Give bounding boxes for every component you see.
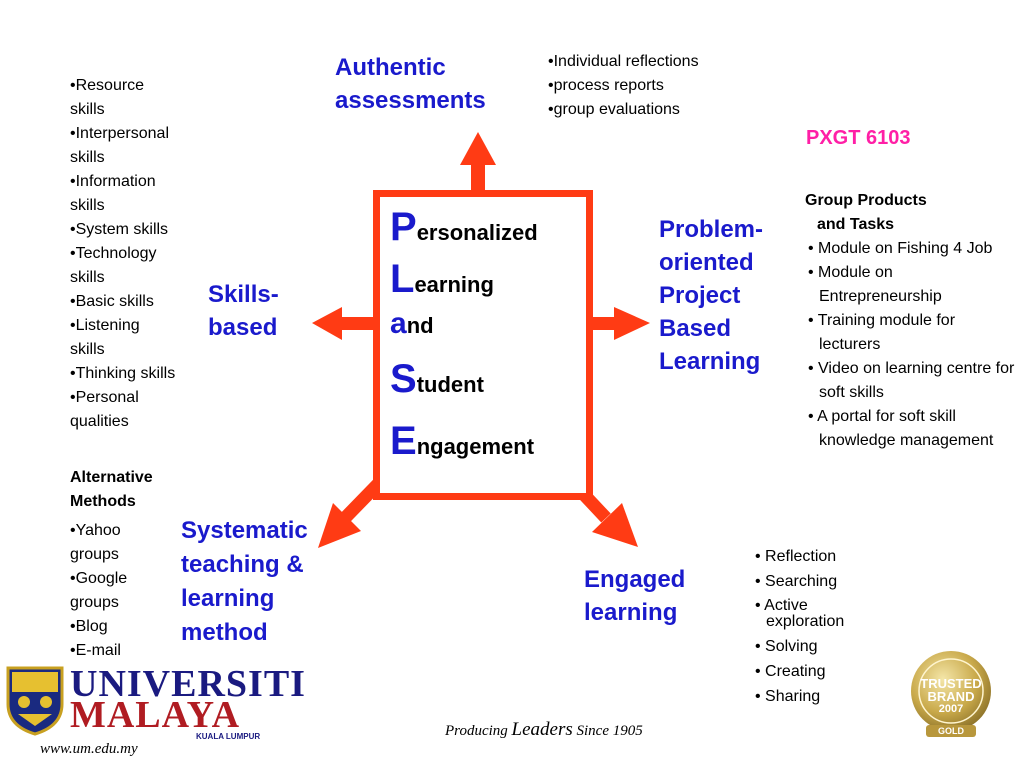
- center-line-and: and: [390, 307, 434, 340]
- center-line-student: Student: [390, 357, 484, 401]
- skills-based-heading: Skills- based: [208, 281, 279, 341]
- list-item: •Resource: [70, 77, 145, 94]
- list-item: A portal for soft skill knowledge manage…: [805, 405, 1015, 453]
- list-item: Solving: [752, 634, 882, 659]
- arrow-up-shaft: [471, 163, 485, 193]
- engaged-learning-heading: Engaged learning: [584, 566, 686, 626]
- arrow-downleft-head: [318, 503, 361, 548]
- authentic-assessments-heading: Authentic assessments: [335, 54, 486, 114]
- arrow-downright-head: [592, 503, 638, 547]
- arrow-left-shaft: [340, 317, 376, 330]
- group-products-list: Module on Fishing 4 Job Module on Entrep…: [805, 237, 1015, 453]
- group-products: Group Products and Tasks Module on Fishi…: [805, 189, 1015, 453]
- list-item: Module on Fishing 4 Job: [805, 237, 1015, 261]
- list-item: Reflection: [752, 544, 882, 569]
- list-item: •group evaluations: [548, 101, 680, 118]
- engaged-learning-list: Reflection Searching Active exploration …: [752, 544, 882, 709]
- list-item: •E-mail: [70, 642, 121, 659]
- university-name-line2: MALAYA: [70, 694, 241, 736]
- gold-seal-icon: [911, 651, 991, 737]
- list-item: Creating: [752, 659, 882, 684]
- skills-list: •Resource skills •Interpersonal skills •…: [70, 74, 175, 434]
- center-concept-box: Personalized Learning and Student Engage…: [373, 190, 593, 500]
- list-item: •Google: [70, 570, 128, 587]
- arrow-downleft-shaft: [339, 479, 383, 524]
- list-item: Sharing: [752, 684, 882, 709]
- list-item: Module on Entrepreneurship: [805, 261, 1015, 309]
- authentic-assessments-list: •Individual reflections •process reports…: [548, 50, 699, 122]
- arrow-up-head: [460, 132, 496, 165]
- list-item: Searching: [752, 569, 882, 594]
- list-item: •Yahoo: [70, 522, 121, 539]
- problem-oriented-heading: Problem- oriented Project Based Learning: [659, 216, 764, 375]
- list-item: groups: [70, 594, 119, 611]
- list-item: •Interpersonal: [70, 125, 169, 142]
- systematic-teaching-heading: Systematic teaching & learning method: [181, 517, 308, 646]
- list-item: •Basic skills: [70, 293, 154, 310]
- list-item: •System skills: [70, 221, 169, 238]
- list-item: •Listening: [70, 317, 140, 334]
- center-line-engagement: Engagement: [390, 419, 535, 463]
- university-crest-icon: [6, 666, 64, 736]
- arrow-left-head: [312, 307, 342, 340]
- list-item: skills: [70, 197, 105, 214]
- alternative-methods-list: •Yahoo groups •Google groups •Blog •E-ma…: [70, 519, 127, 663]
- list-item: •process reports: [548, 77, 664, 94]
- list-item: •Individual reflections: [548, 53, 699, 70]
- list-item: qualities: [70, 413, 129, 430]
- list-item: •Thinking skills: [70, 365, 176, 382]
- list-item: groups: [70, 546, 119, 563]
- university-name-line1: UNIVERSITI: [70, 663, 306, 705]
- center-line-learning: Learning: [390, 257, 494, 301]
- list-item: •Personal: [70, 389, 139, 406]
- footer-tagline: Producing Leaders Since 1905: [445, 719, 643, 740]
- arrow-right-head: [614, 307, 650, 340]
- list-item: •Technology: [70, 245, 157, 262]
- university-location: KUALA LUMPUR: [196, 732, 261, 741]
- list-item: •Information: [70, 173, 156, 190]
- course-code: PXGT 6103: [806, 127, 911, 149]
- list-item: Video on learning centre for soft skills: [805, 357, 1015, 405]
- list-item: skills: [70, 269, 105, 286]
- website-url[interactable]: www.um.edu.my: [40, 741, 138, 757]
- center-line-personalized: Personalized: [390, 205, 538, 249]
- list-item: Training module for lecturers: [805, 309, 1015, 357]
- list-item: skills: [70, 101, 105, 118]
- group-products-title: Group Products and Tasks: [805, 192, 927, 233]
- alternative-methods-heading: Alternative Methods: [70, 469, 153, 510]
- list-item: Active exploration: [752, 594, 882, 634]
- trusted-brand-badge: TRUSTED BRAND 2007 GOLD: [908, 647, 994, 741]
- list-item: •Blog: [70, 618, 108, 635]
- list-item: skills: [70, 149, 105, 166]
- list-item: skills: [70, 341, 105, 358]
